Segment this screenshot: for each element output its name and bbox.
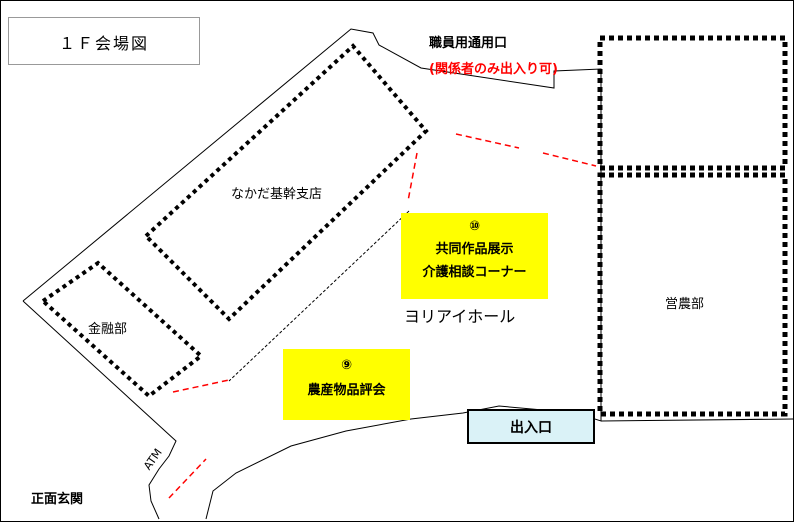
title-box: １Ｆ会場図 xyxy=(8,17,200,65)
farming-area xyxy=(597,172,788,417)
booth-9: ⑨ 農産物品評会 xyxy=(283,349,410,420)
booth-line: 農産物品評会 xyxy=(307,383,386,398)
entrance-box: 出入口 xyxy=(467,409,595,444)
hall-label: ヨリアイホール xyxy=(404,307,516,326)
staff-entrance-label: 職員用通用口 xyxy=(429,36,508,51)
booth-10: ⑩ 共同作品展示 介護相談コーナー xyxy=(401,213,548,299)
nakada-branch-area xyxy=(143,43,429,322)
main-entrance-label: 正面玄関 xyxy=(31,492,84,507)
red-partition xyxy=(172,379,230,393)
booth-line: 介護相談コーナー xyxy=(422,265,527,280)
finance-label: 金融部 xyxy=(88,322,128,337)
red-partition xyxy=(407,152,418,202)
upper-right-room xyxy=(597,35,788,171)
red-partition xyxy=(455,133,520,149)
red-partition xyxy=(168,458,207,499)
building-outline-right xyxy=(600,418,793,422)
booth-number: ⑨ xyxy=(340,358,352,373)
farming-label: 営農部 xyxy=(665,297,705,312)
map-title: １Ｆ会場図 xyxy=(59,34,150,53)
booth-number: ⑩ xyxy=(468,219,480,234)
red-partition xyxy=(542,152,597,167)
booth-line: 共同作品展示 xyxy=(435,242,514,257)
staff-entrance-note: (関係者のみ出入り可) xyxy=(429,62,558,77)
entrance-label: 出入口 xyxy=(510,419,552,436)
building-outline-lower xyxy=(22,300,177,520)
nakada-branch-label: なかだ基幹支店 xyxy=(231,187,323,202)
hall-partition xyxy=(228,210,410,382)
